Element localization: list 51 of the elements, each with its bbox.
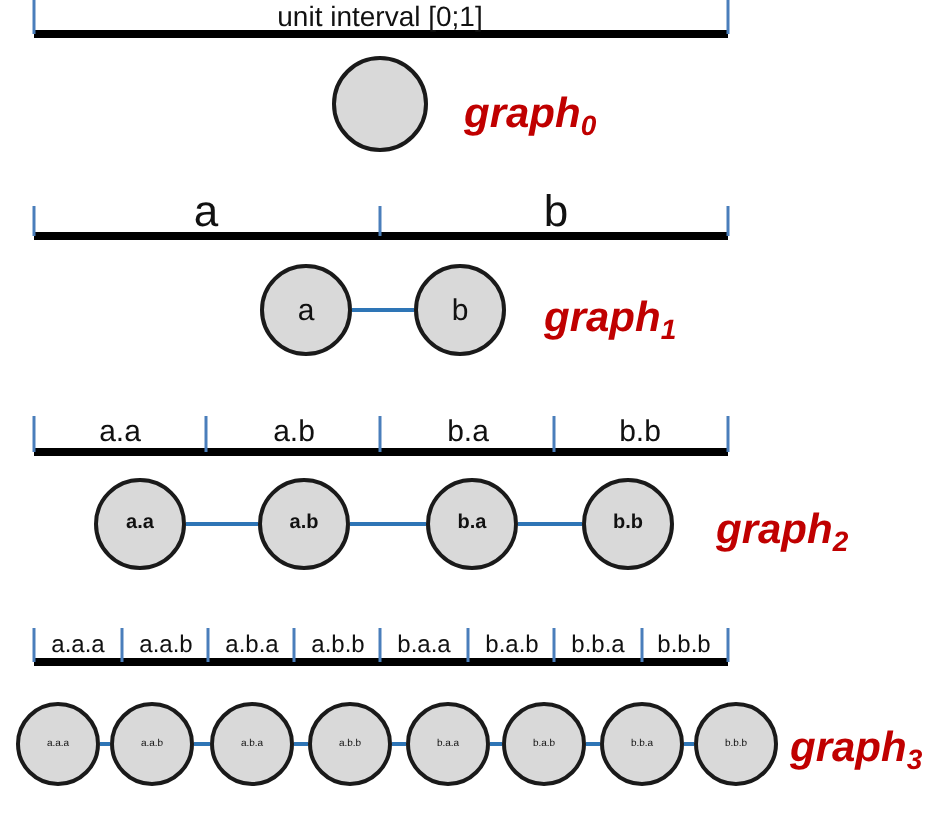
interval-label: a.b.a (225, 632, 279, 656)
graph-title: graph$_{0}$ (464, 93, 597, 139)
graph-node-circle (210, 702, 294, 786)
graph-node-circle (16, 702, 100, 786)
graph-node-circle (502, 702, 586, 786)
graph-node-circle (260, 264, 352, 356)
node-label: b (451, 295, 469, 325)
interval-label: b.b.a (571, 632, 625, 656)
connector-line (294, 742, 308, 746)
interval-label: a.a.b (139, 632, 193, 656)
interval-label: b.b.b (657, 632, 711, 656)
connector-line (100, 742, 110, 746)
node-label: b.a (457, 514, 487, 534)
interval-label: b (543, 190, 569, 234)
interval-label: b.a.b (485, 632, 539, 656)
graph-node-circle (426, 478, 518, 570)
graph-node-circle (332, 56, 428, 152)
interval-label: a.b.b (311, 632, 365, 656)
interval-label: a.a (99, 417, 141, 447)
interval-label: b.b (619, 417, 661, 447)
connector-line (392, 742, 406, 746)
connector-line (352, 308, 414, 312)
interval-label: b.a (447, 417, 489, 447)
interval-label: a.b (273, 417, 315, 447)
node-label: a.a (126, 514, 154, 534)
connector-line (490, 742, 502, 746)
graph-node-circle (258, 478, 350, 570)
interval-label: b.a.a (397, 632, 451, 656)
interval-label: a (193, 190, 219, 234)
node-label: b.b (613, 514, 643, 534)
graph-node-circle (600, 702, 684, 786)
graph-title: graph$_{2}$ (716, 509, 849, 555)
node-label: a (297, 295, 315, 325)
connector-line (186, 522, 258, 526)
connector-line (586, 742, 600, 746)
node-label: a.b (289, 514, 319, 534)
graph-node-circle (414, 264, 506, 356)
connector-line (350, 522, 426, 526)
graph-node-circle (582, 478, 674, 570)
graph-node-circle (94, 478, 186, 570)
connector-line (518, 522, 582, 526)
graph-node-circle (406, 702, 490, 786)
graph-node-circle (694, 702, 778, 786)
graph-node-circle (110, 702, 194, 786)
graph-title: graph$_{1}$ (544, 297, 677, 343)
interval-label: unit interval [0;1] (277, 2, 483, 30)
connector-line (194, 742, 210, 746)
graph-title: graph$_{3}$ (790, 727, 923, 773)
connector-line (684, 742, 694, 746)
interval-label: a.a.a (51, 632, 105, 656)
graph-node-circle (308, 702, 392, 786)
